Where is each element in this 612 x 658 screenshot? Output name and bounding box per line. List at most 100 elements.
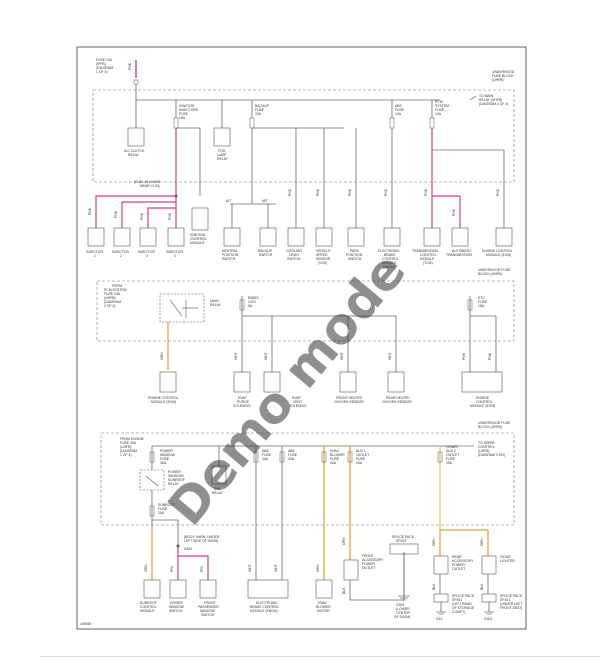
evv-l3: SOLENOID [289, 404, 307, 408]
ecm1-l2: MODULE (ECM) [486, 253, 511, 257]
hbm-l2: BLOWER [316, 605, 331, 609]
ground-g301: G301 [484, 617, 492, 621]
from2-l6: 2 OF 4) [104, 304, 116, 308]
vehicle-speed-sensor [315, 227, 333, 247]
abs40-l2: FUSE [288, 453, 298, 457]
wc2-4: WHT [340, 352, 344, 360]
injector-row: INJECTOR 1 INJECTOR 2 INJECTOR 3 INJECTO… [86, 227, 185, 258]
ac-relay-l1: A/C CLUTCH [124, 149, 145, 153]
wc-8: PNK [384, 188, 388, 196]
abs-fuse-l1: ABS [395, 104, 403, 108]
abs-fuse-l3: 10A [395, 112, 402, 116]
to3-l3: (UHFB) [478, 449, 490, 453]
ebcm-l1: ELECTRONIC [378, 249, 400, 253]
cig-lighter-l2: LIGHTER [500, 559, 515, 563]
splice-pack-sp101 [481, 593, 497, 603]
dws-l2: WINDOW [169, 605, 185, 609]
emiss-fuse-l1: EMISS [248, 296, 259, 300]
at-mark: A/T [226, 199, 231, 203]
front-passenger-window-switch [199, 579, 217, 599]
section-2-emissions-circuit: UNDERHOOD FUSE BLOCK (UHFB) FROM PCM SYS… [96, 268, 515, 408]
cls-l2: LEVEL [289, 253, 300, 257]
aux1-l1: AUX 1 [356, 449, 366, 453]
uhfb-block-2 [96, 280, 515, 342]
rho-l1: REAR HEATED [386, 396, 410, 400]
sp301-l5: COMPT) [452, 610, 465, 614]
relay-note-2: RELAY (UHFB) [479, 98, 502, 102]
wc-4: PNK [168, 212, 172, 220]
wc3-3: PPL [200, 565, 204, 572]
from2-l5: (DIAGRAM [104, 300, 121, 304]
inj4-l2: 4 [174, 254, 176, 258]
ebcm-module-2 [247, 579, 289, 599]
ecm2-l1: ENGINE CONTROL [148, 396, 179, 400]
pwr-relay-l4: RELAY [168, 482, 180, 486]
wc2-6: PNK [462, 352, 466, 360]
fuel-inj-note-2: NEAR C100) [140, 184, 160, 188]
pcm-fuse-l4: 10A [435, 112, 442, 116]
ign-fuse-l1: IGNITION [179, 104, 195, 108]
vss-l1: VEHICLE [316, 249, 331, 253]
fapo-l2: ACCESSORY [362, 558, 384, 562]
drl-l1: DRL [214, 487, 221, 491]
hvac-fuse-l4: 40A [330, 461, 337, 465]
hvac-fuse-l3: FUSE [330, 457, 340, 461]
abs20-fuse-symbol [253, 451, 259, 463]
backup-fuse-l3: 10A [255, 112, 262, 116]
cig-l5: 20A [446, 461, 453, 465]
inj4-l1: INJECTOR [166, 250, 183, 254]
pcm-fuse-l2: SYSTEM [435, 104, 449, 108]
sp203-l2: SP203 [396, 539, 406, 543]
uhfb-block-1 [92, 89, 515, 183]
hvac-fuse-l2: BLOWER [330, 453, 345, 457]
section-1-injection-circuit: FUSE 10A (IPFB) (DIAGRAM 1 OF 4) PNK UND… [86, 58, 515, 269]
from3-l1: FROM ENGINE [120, 437, 145, 441]
bs-l2: SWITCH [259, 253, 273, 257]
pw-fuse-symbol [149, 451, 155, 463]
ac-relay-l2: RELAY [128, 153, 140, 157]
demo-mode-watermark: Demo mode [157, 242, 417, 536]
evp-l3: SOLENOID [233, 404, 251, 408]
uhfb-title-1b: FUSE BLOCK [492, 74, 514, 78]
from2-l1: FROM [112, 284, 122, 288]
fuel-inj-note-1: (FUEL INJ HARN [134, 180, 161, 184]
pw-fuse-l2: WINDOW [160, 453, 176, 457]
g203-l2: (LOWER [396, 607, 410, 611]
inj2-l1: INJECTOR [112, 250, 129, 254]
inj1-l1: INJECTOR [86, 250, 103, 254]
ign-fuse-l3: FUSE [179, 112, 189, 116]
scm-l1: SUNROOF [140, 601, 157, 605]
abs40-l1: ABS [288, 449, 296, 453]
cls-l3: SWITCH [287, 257, 301, 261]
emiss-fuse-symbol [239, 299, 245, 311]
ecm2-l2: MODULE (ECM) [151, 400, 176, 404]
wc-3: PNK [140, 212, 144, 220]
inj3-l1: INJECTOR [138, 250, 155, 254]
ign-fuse-l4: 15A [179, 116, 186, 120]
aux1-l4: 15A [356, 461, 363, 465]
rear-accessory-power-outlet [433, 555, 449, 575]
fog-lamp-relay [213, 127, 231, 147]
inj1-l2: 1 [94, 254, 96, 258]
ground-g41: G41 [436, 617, 443, 621]
tcm-l3: MODULE [420, 257, 435, 261]
from3-l3: (UHFB) [120, 445, 132, 449]
diagram-id: 169355 [80, 622, 91, 626]
ebcm2-l3: MODULE (EBCM) [250, 609, 278, 613]
wc-2: PNK [114, 210, 118, 218]
evap-vent-solenoid [263, 371, 281, 393]
wc-5: PNK [288, 188, 292, 196]
hvac-fuse-l1: HVAC [330, 449, 340, 453]
scm-l2: CONTROL [140, 605, 157, 609]
fpws-l3: WINDOW [200, 609, 216, 613]
neutral-position-switch [223, 227, 241, 247]
wc2-3: WHT [264, 352, 268, 360]
inj2-l2: 2 [120, 254, 122, 258]
fapo-l3: POWER [362, 562, 375, 566]
from2-l3: FUSE 10A [104, 292, 121, 296]
hvac-fuse-symbol [321, 451, 327, 463]
icm-l3: MODULE [190, 241, 205, 245]
g203-l1: G203 [396, 603, 404, 607]
uhfb-block-3 [100, 432, 515, 526]
backup-fuse-l2: FUSE [255, 108, 265, 112]
